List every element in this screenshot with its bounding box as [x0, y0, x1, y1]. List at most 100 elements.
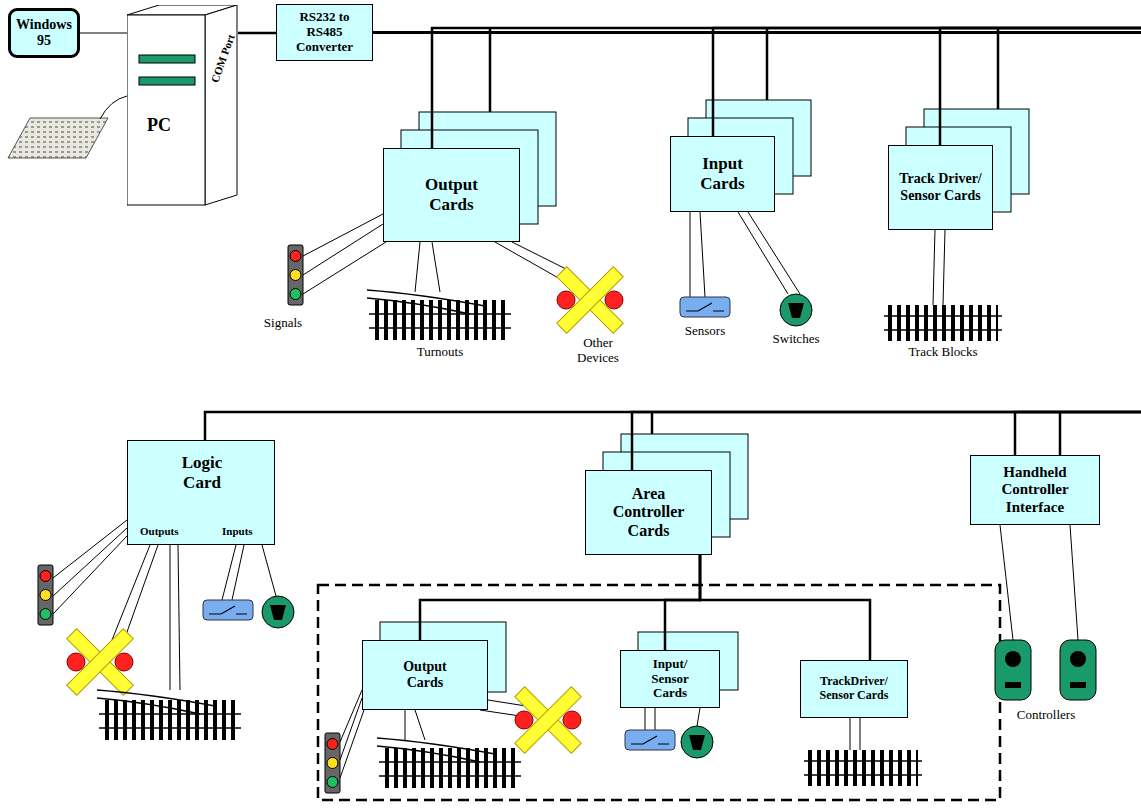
switch [681, 726, 713, 758]
bus-connector [373, 28, 1141, 148]
drawing-part [850, 718, 851, 750]
track-block [804, 750, 922, 786]
handheld-controller [1060, 640, 1096, 700]
crossing-signal [557, 267, 623, 333]
bus-drop [490, 28, 1060, 455]
signal [38, 565, 53, 625]
bus-connector [373, 33, 1141, 471]
drawing-part [405, 710, 406, 740]
drawing-part [495, 242, 562, 280]
drawing-part [340, 698, 362, 760]
drawing-part [997, 28, 1000, 109]
drawing-part [340, 690, 362, 742]
wire [53, 212, 1078, 778]
drawing-part [645, 708, 646, 730]
bus-connector [205, 33, 1141, 441]
card-title: Logic Card [172, 453, 232, 492]
drawing-part [688, 118, 793, 194]
card-title: Track Driver/ Sensor Cards [893, 171, 988, 203]
drawing-part [415, 242, 420, 292]
converter-box: RS232 to RS485 Converter [276, 4, 373, 61]
interface-box: Handheld Controller Interface [970, 455, 1100, 525]
device-label: Controllers [1001, 708, 1091, 723]
sensor [625, 730, 675, 750]
drawing-part [860, 718, 861, 750]
drawing-part [122, 545, 158, 646]
drawing-part [53, 536, 127, 614]
pc-tower: PCCOM Port [127, 5, 238, 206]
turnout [377, 738, 521, 788]
drawing-part [112, 545, 150, 640]
keyboard-cable [100, 96, 127, 119]
drawing-part [340, 710, 364, 778]
drawing-part [480, 710, 520, 716]
drawing-part [415, 710, 425, 740]
signal [288, 245, 303, 305]
switch [262, 596, 294, 628]
pc-outline [127, 5, 238, 206]
drawing-part [262, 545, 276, 596]
drawing-part [170, 545, 171, 690]
card-title: Input Cards [692, 154, 754, 193]
port-group-label: Inputs [222, 525, 253, 538]
drawing-part [943, 230, 945, 305]
drawing-part [232, 545, 244, 600]
bus-connector [373, 28, 1141, 136]
device-label: Sensors [670, 324, 740, 339]
logic-card-box: Logic CardOutputs Inputs [127, 440, 275, 545]
drawing-part [53, 528, 127, 596]
bus-connector [700, 555, 870, 660]
device-label: Signals [253, 316, 313, 331]
drawing-part [651, 412, 654, 434]
drawing-part [512, 242, 572, 272]
card-title: Input/ Sensor Cards [639, 657, 701, 702]
keyboard [8, 118, 108, 158]
drawing-part [432, 242, 440, 292]
device-label: Turnouts [400, 345, 480, 360]
bus-connector [373, 28, 1141, 145]
device-label: Switches [761, 332, 831, 347]
drawing-part [178, 545, 180, 690]
pc-label: PC [147, 115, 171, 136]
handheld-controller [995, 640, 1031, 700]
crossing-signal [67, 629, 133, 695]
monitor-box: Windows 95 [8, 8, 80, 58]
crossing-signal [515, 687, 581, 753]
turnout [97, 690, 241, 740]
card-title: Output Cards [416, 175, 488, 214]
bus-connector [80, 33, 127, 34]
card-title: Handheld Controller Interface [989, 464, 1081, 516]
card-box: Track Driver/ Sensor Cards [888, 145, 993, 230]
card-title: Area Controller Cards [605, 485, 693, 540]
switch [780, 294, 812, 326]
device-label: Track Blocks [898, 345, 988, 360]
drawing-part [766, 28, 769, 100]
drawing-part [933, 230, 935, 305]
drawing-part [690, 212, 691, 297]
drawing-part [748, 212, 800, 294]
drawing-part [53, 520, 127, 578]
drawing-part [697, 708, 700, 726]
turnout [367, 290, 511, 340]
signal [325, 733, 340, 793]
drawing-part [1070, 525, 1078, 640]
card-box: Input/ Sensor Cards [620, 650, 720, 708]
port-group-label: Outputs [140, 525, 179, 538]
drawing-part [303, 242, 386, 294]
card-box: Output Cards [383, 148, 520, 242]
drawing-part [489, 28, 492, 112]
bus-connector [420, 555, 700, 640]
card-title: Windows 95 [16, 17, 72, 49]
card-box: Input Cards [670, 136, 775, 212]
track-block [884, 305, 1002, 341]
device-label: Other Devices [567, 336, 629, 366]
bus-connector [373, 33, 1141, 456]
sensor [680, 297, 730, 317]
drawing-part [738, 212, 788, 294]
card-box: Output Cards [362, 640, 488, 710]
drawing-part [655, 708, 656, 730]
drawing-part [700, 212, 705, 297]
card-stack [380, 100, 1029, 692]
drawing-part [303, 224, 383, 275]
